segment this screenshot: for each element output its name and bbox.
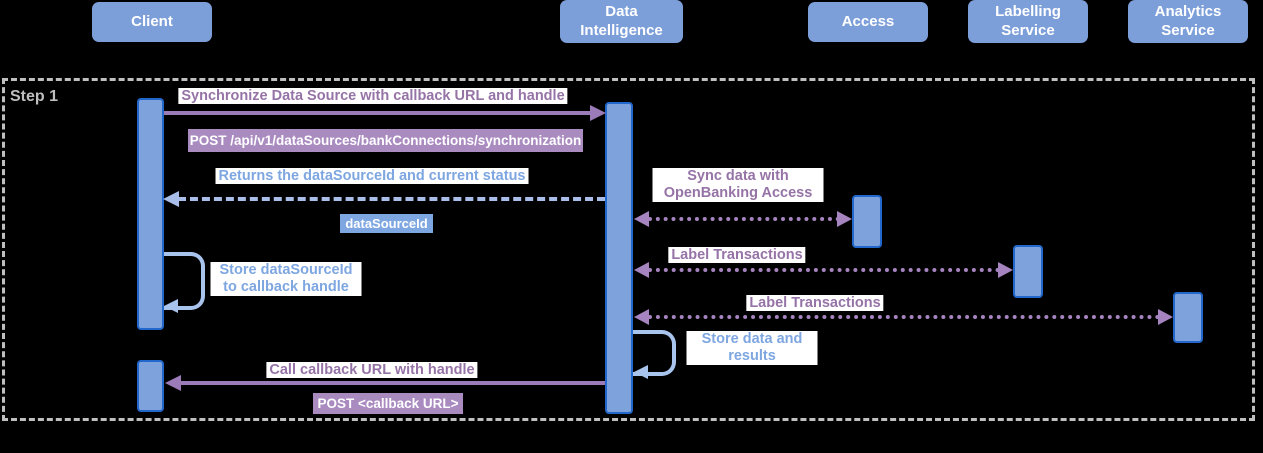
message-label-transactions-1-arrow	[648, 268, 1000, 272]
message-label-transactions-1-label: Label Transactions	[668, 247, 806, 263]
actor-access: Access	[808, 2, 928, 42]
actor-labelling-service-label: Labelling Service	[995, 2, 1061, 39]
arrowhead-right-icon	[837, 211, 852, 227]
actor-data-intelligence-label: Data Intelligence	[580, 2, 663, 39]
activation-bar-access	[852, 195, 882, 248]
message-store-datasource-label: Store dataSourceId to callback handle	[210, 262, 362, 296]
arrowhead-right-icon	[1158, 309, 1173, 325]
message-sync-openbanking-arrow	[648, 217, 840, 221]
actor-labelling-service: Labelling Service	[968, 0, 1088, 43]
message-returns-status-arrow	[178, 197, 605, 201]
activation-bar-analytics-service	[1173, 292, 1203, 343]
self-loop-data-intelligence	[633, 330, 676, 376]
activation-bar-client-callback	[137, 360, 164, 412]
step-frame-label: Step 1	[10, 88, 59, 105]
message-label-transactions-2-arrow	[648, 315, 1160, 319]
actor-analytics-service-label: Analytics Service	[1154, 2, 1222, 39]
message-store-results-label: Store data and results	[686, 331, 818, 365]
message-sync-openbanking-label: Sync data with OpenBanking Access	[652, 168, 824, 202]
arrowhead-left-icon	[165, 375, 181, 391]
activation-bar-data-intelligence	[605, 102, 633, 414]
message-callback-endpoint-badge: POST <callback URL>	[313, 393, 463, 414]
actor-access-label: Access	[841, 12, 895, 30]
arrowhead-left-icon	[634, 262, 649, 278]
arrowhead-left-icon	[164, 299, 178, 313]
arrowhead-left-icon	[634, 211, 649, 227]
arrowhead-left-icon	[163, 191, 179, 207]
actor-analytics-service: Analytics Service	[1128, 0, 1248, 43]
message-callback-call-label: Call callback URL with handle	[266, 362, 478, 378]
message-sync-request-arrow	[164, 111, 594, 115]
message-datasourceid-badge: dataSourceId	[340, 214, 433, 233]
arrowhead-left-icon	[634, 309, 649, 325]
activation-bar-client-main	[137, 98, 164, 330]
actor-client-label: Client	[131, 12, 173, 30]
actor-data-intelligence: Data Intelligence	[560, 0, 683, 43]
message-returns-status-label: Returns the dataSourceId and current sta…	[215, 168, 529, 184]
step-frame	[2, 78, 1255, 421]
arrowhead-right-icon	[998, 262, 1013, 278]
self-loop-client	[164, 252, 205, 310]
message-label-transactions-2-label: Label Transactions	[746, 295, 884, 311]
message-sync-request-endpoint-badge: POST /api/v1/dataSources/bankConnections…	[188, 129, 583, 152]
message-callback-call-arrow	[180, 381, 605, 385]
arrowhead-right-icon	[590, 105, 606, 121]
arrowhead-left-icon	[634, 365, 648, 379]
activation-bar-labelling-service	[1013, 245, 1043, 298]
actor-client: Client	[92, 2, 212, 42]
message-sync-request-label: Synchronize Data Source with callback UR…	[178, 88, 568, 104]
